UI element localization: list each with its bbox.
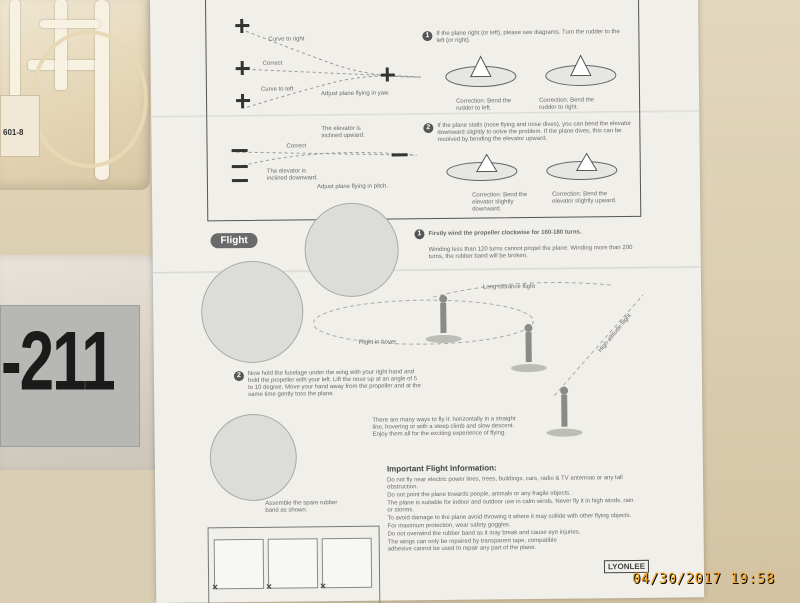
label-adjust-pitch: Adjust plane flying in pitch. [316,183,389,191]
label-curve-right: Curve to right [268,36,305,43]
flight-step1: Firstly wind the propeller clockwise for… [428,229,582,238]
important-info-title: Important Flight Information: [386,463,497,474]
spare-band-text: Assemble the spare rubber band as shown. [265,500,338,514]
decal-sticker: -211 [0,305,140,447]
info-item: The plane is suitable for indoor and out… [387,497,634,514]
label-correct-pitch: Correct [286,143,307,150]
flight-step-number-1: 1 [414,229,425,240]
yaw-diagram [235,19,421,110]
info-item: Do not fly near electric power lines, tr… [387,475,623,491]
info-item: Do not overwind the rubber band as it ma… [387,529,581,538]
correction-down: Correction: Bend the elevator slightly d… [472,192,528,213]
correction-left: Correction: Bend the rudder to left. [456,98,512,112]
spare-band-illustration [209,413,298,502]
flight-step1-note: Winding less than 120 turns cannot prope… [428,244,633,261]
label-elevator-down: The elevator is inclined downward. [266,168,318,182]
label-adjust-yaw: Adjust plane flying in yaw. [320,90,390,98]
label-flight-hover: Flight in hover [358,339,397,346]
flight-section-title: Flight [210,232,258,249]
decal-number: -211 [1,315,116,409]
parts-tag: 601-8 [0,95,40,157]
prohibited-icon: × [320,581,327,593]
balsa-wing-rib [40,20,100,28]
instruction-sheet: Curve to right Correct Curve to left Adj… [150,0,705,603]
info-item: The wings can only be repaired by transp… [387,537,557,553]
step1-text: If the plane right (or left), please see… [436,29,620,45]
correction-right: Correction: Bend the rudder to right. [539,97,595,111]
no-trees-icon [267,538,319,589]
person-figure [439,294,569,427]
step-number-2: 2 [423,123,434,134]
plastic-bag-parts: 601-8 [0,0,150,190]
rudder-illustrations [445,54,617,88]
step-number-1: 1 [422,31,433,42]
balsa-strut [10,0,20,110]
flight-paths-illustration [312,281,644,437]
no-power-lines-icon [213,538,265,590]
camera-timestamp: 04/30/2017 19:58 [632,571,775,587]
label-long-distance: Long-distance flight [482,283,536,291]
plane-icon [235,19,395,109]
flight-ways-text: There are many ways to fly it: horizonta… [372,416,516,438]
flight-step-number-2: 2 [233,371,244,382]
prohibited-icon: × [266,581,273,593]
important-info-list: Do not fly near electric power lines, tr… [387,475,638,554]
prohibited-icon: × [212,582,219,594]
flight-step2: Now hold the fuselage under the wing wit… [247,369,421,398]
tag-code: 601-8 [3,128,24,137]
no-people-icon [321,537,373,589]
label-elevator-up: The elevator is inclined upward. [321,125,365,140]
step2-text: If the plane stalls (nose flying and nos… [437,120,632,143]
rubber-band-loop [30,30,148,168]
label-correct: Correct [262,60,283,67]
pitch-diagram [231,148,417,183]
holding-plane-illustration [200,260,304,364]
correction-up: Correction: Bend the elevator slightly u… [552,191,617,205]
elevator-illustrations [446,152,618,182]
plane-icon [231,148,408,183]
background-paper [0,470,170,603]
label-curve-left: Curve to left [260,86,294,93]
